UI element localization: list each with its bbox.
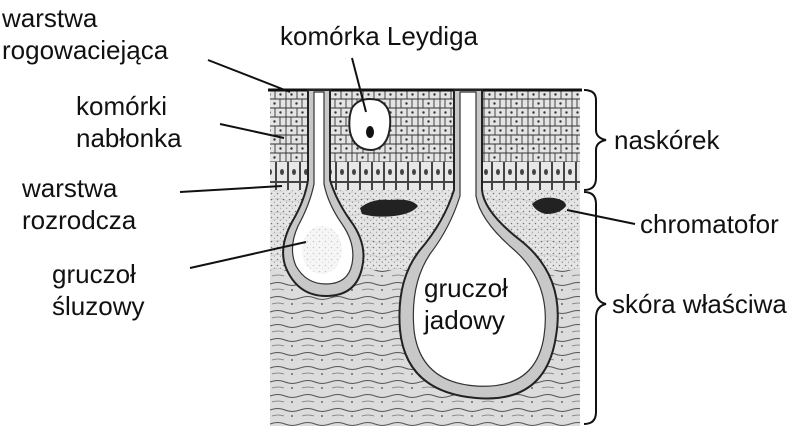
- label-leydig-cell: komórka Leydiga: [280, 20, 478, 52]
- label-stratum-corneum: warstwa rogowaciejąca: [2, 2, 168, 66]
- leydig-cell-shape: [349, 99, 390, 150]
- dermis-brace: [584, 192, 606, 424]
- label-epithelial-cells: komórki nabłonka: [76, 90, 182, 154]
- label-dermis: skóra właściwa: [612, 288, 787, 320]
- label-mucous-gland: gruczoł śluzowy: [52, 258, 144, 322]
- label-stratum-germinativum: warstwa rozrodcza: [22, 172, 136, 236]
- label-epidermis: naskórek: [614, 124, 720, 156]
- label-poison-gland: gruczoł jadowy: [424, 272, 508, 336]
- label-chromatophore: chromatofor: [640, 208, 779, 240]
- epidermis-brace: [584, 90, 606, 190]
